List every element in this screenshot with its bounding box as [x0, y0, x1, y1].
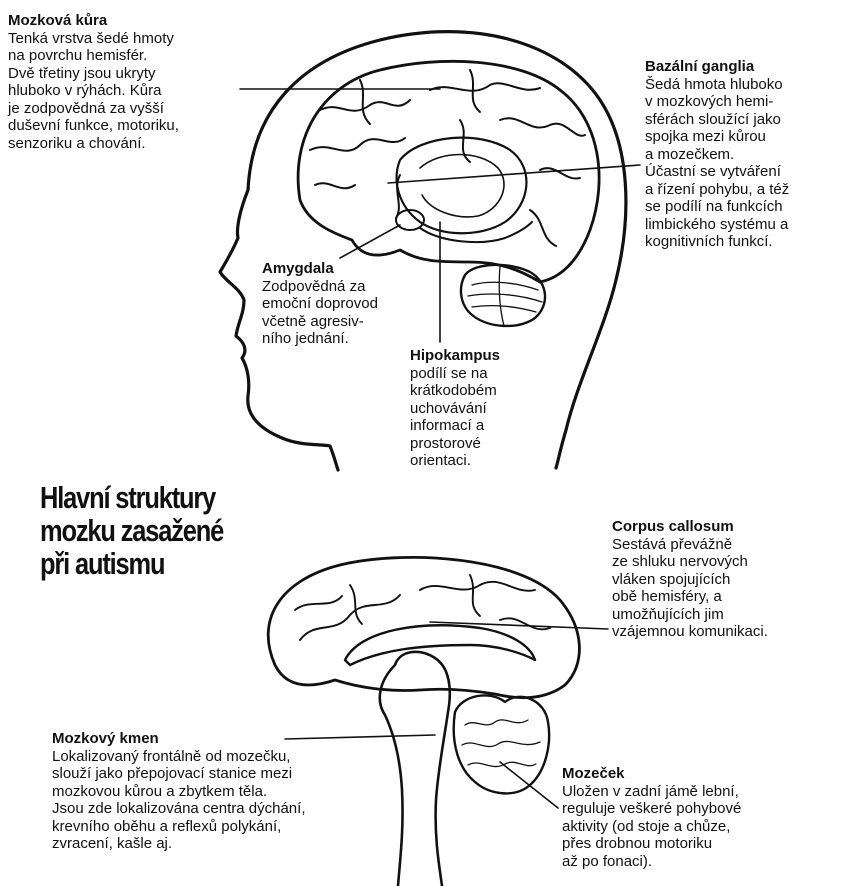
label-text: Zodpovědná za emoční doprovod včetně agr… [262, 278, 378, 348]
label-text: Šedá hmota hluboko v mozkových hemi- sfé… [645, 76, 789, 251]
label-title: Corpus callosum [612, 518, 768, 536]
label-amygdala: Amygdala Zodpovědná za emoční doprovod v… [262, 260, 378, 348]
corpus-callosum-shape [345, 625, 535, 665]
main-title: Hlavní struktury mozku zasažené při auti… [40, 481, 237, 580]
label-mozkova-kura: Mozková kůra Tenká vrstva šedé hmoty na … [8, 12, 179, 152]
basal-ganglia-shape [397, 138, 527, 234]
label-title: Mozkový kmen [52, 730, 305, 748]
label-title: Mozková kůra [8, 12, 179, 30]
cerebellum-folia [468, 266, 542, 326]
basal-ganglia-inner [420, 155, 504, 217]
label-text: Lokalizovaný frontálně od mozečku, slouž… [52, 748, 305, 853]
label-hipokampus: Hipokampus podílí se na krátkodobém ucho… [410, 347, 500, 470]
label-corpus-callosum: Corpus callosum Sestává převážně ze shlu… [612, 518, 768, 641]
label-title: Hipokampus [410, 347, 500, 365]
label-text: Tenká vrstva šedé hmoty na povrchu hemis… [8, 30, 179, 153]
sagittal-gyri [295, 575, 550, 640]
label-bazalni-ganglia: Bazální ganglia Šedá hmota hluboko v moz… [645, 58, 789, 251]
brainstem-shape [380, 652, 450, 886]
label-mozecek: Mozeček Uložen v zadní jámě lební, regul… [562, 765, 741, 870]
label-title: Mozeček [562, 765, 741, 783]
cerebellum-sagittal-folia [462, 720, 540, 767]
label-mozkovy-kmen: Mozkový kmen Lokalizovaný frontálně od m… [52, 730, 305, 853]
cortex-gyri [310, 70, 585, 246]
label-title: Amygdala [262, 260, 378, 278]
label-text: Uložen v zadní jámě lební, reguluje vešk… [562, 783, 741, 871]
label-title: Bazální ganglia [645, 58, 789, 76]
label-text: podílí se na krátkodobém uchovávání info… [410, 365, 500, 470]
label-text: Sestává převážně ze shluku nervových vlá… [612, 536, 768, 641]
